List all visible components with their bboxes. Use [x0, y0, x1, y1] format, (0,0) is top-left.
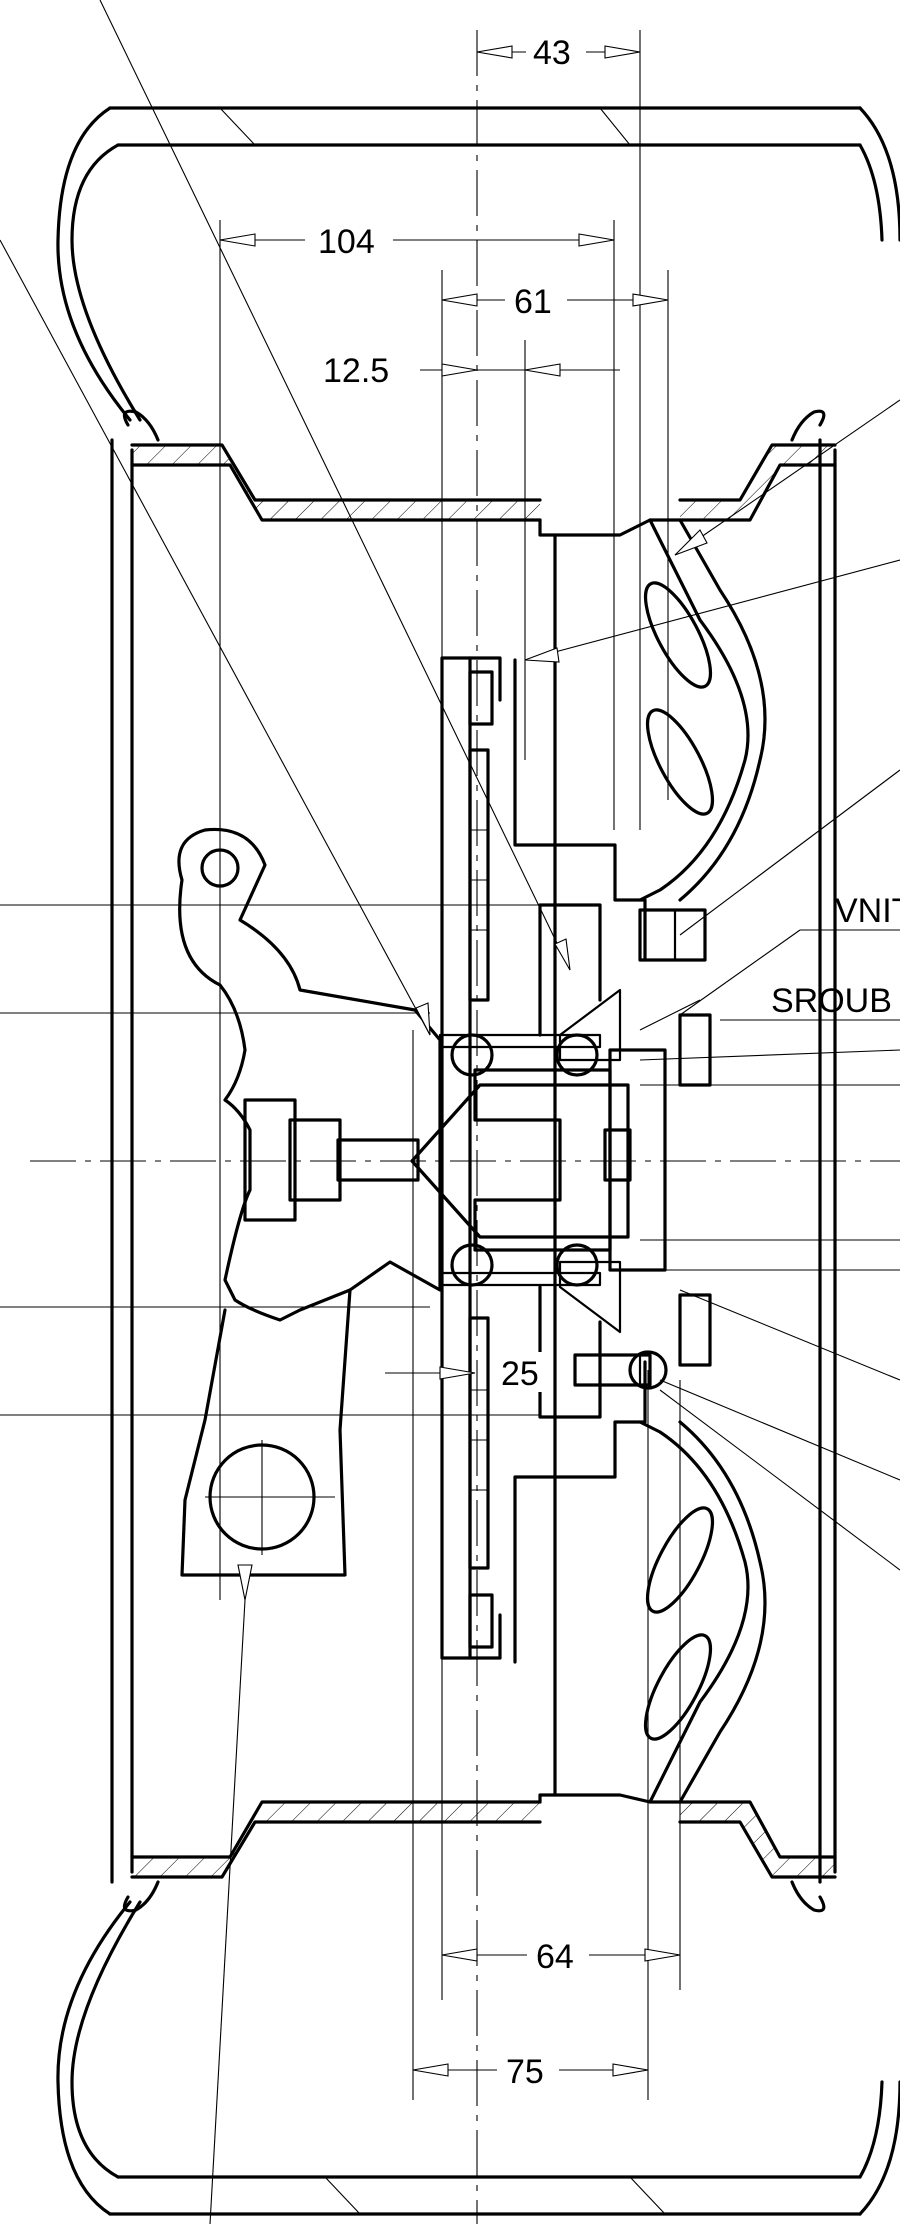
dimension-lines [219, 45, 708, 2077]
dimension-104: 104 [318, 223, 375, 261]
dimension-75: 75 [506, 2053, 544, 2091]
tyre-outline-bottom [56, 1880, 900, 2216]
dimension-12-5: 12.5 [323, 352, 389, 390]
callouts: VNIT SROUB [720, 892, 900, 1021]
bearings [438, 1033, 602, 1287]
callout-vnit: VNIT [835, 892, 900, 930]
dimension-64: 64 [536, 1938, 574, 1976]
dimension-61: 61 [514, 283, 552, 321]
dimension-25: 25 [501, 1355, 539, 1393]
hub-bolts [573, 908, 712, 1390]
center-lines [30, 30, 900, 2224]
rim-well-bottom [130, 1800, 837, 1879]
rim-well-top [130, 443, 837, 522]
wheel-disc [538, 518, 767, 1804]
dimension-43: 43 [533, 34, 571, 72]
hub-spindle [410, 1048, 667, 1272]
steering-knuckle [177, 827, 442, 1577]
dimension-labels: 43 104 61 12.5 25 64 75 [305, 32, 589, 2091]
rim-walls [110, 438, 837, 1884]
callout-sroub: SROUB [771, 982, 892, 1020]
tyre-outline-top [56, 106, 900, 442]
